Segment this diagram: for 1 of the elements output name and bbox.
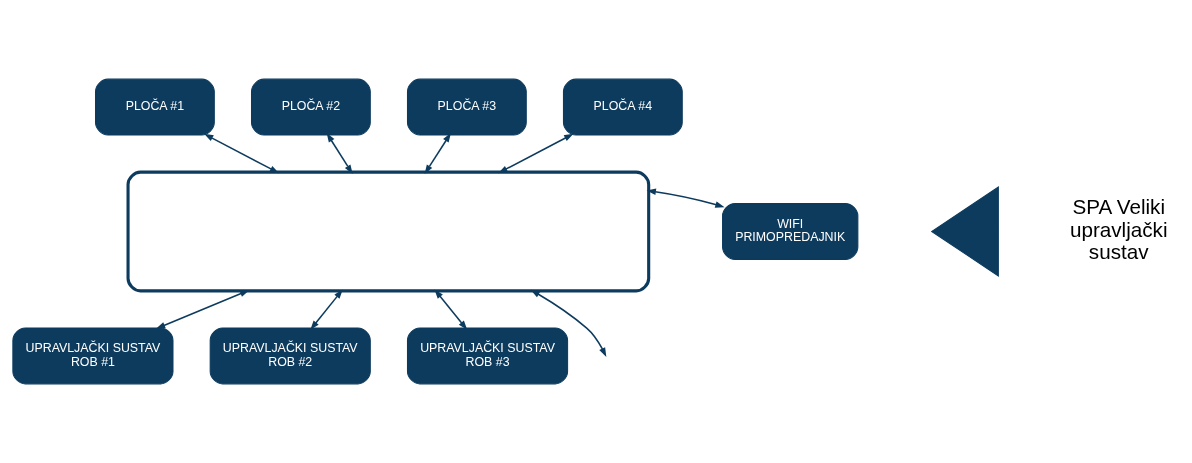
node-label: SPA Veliki upravljački sustav [1069, 194, 1168, 264]
